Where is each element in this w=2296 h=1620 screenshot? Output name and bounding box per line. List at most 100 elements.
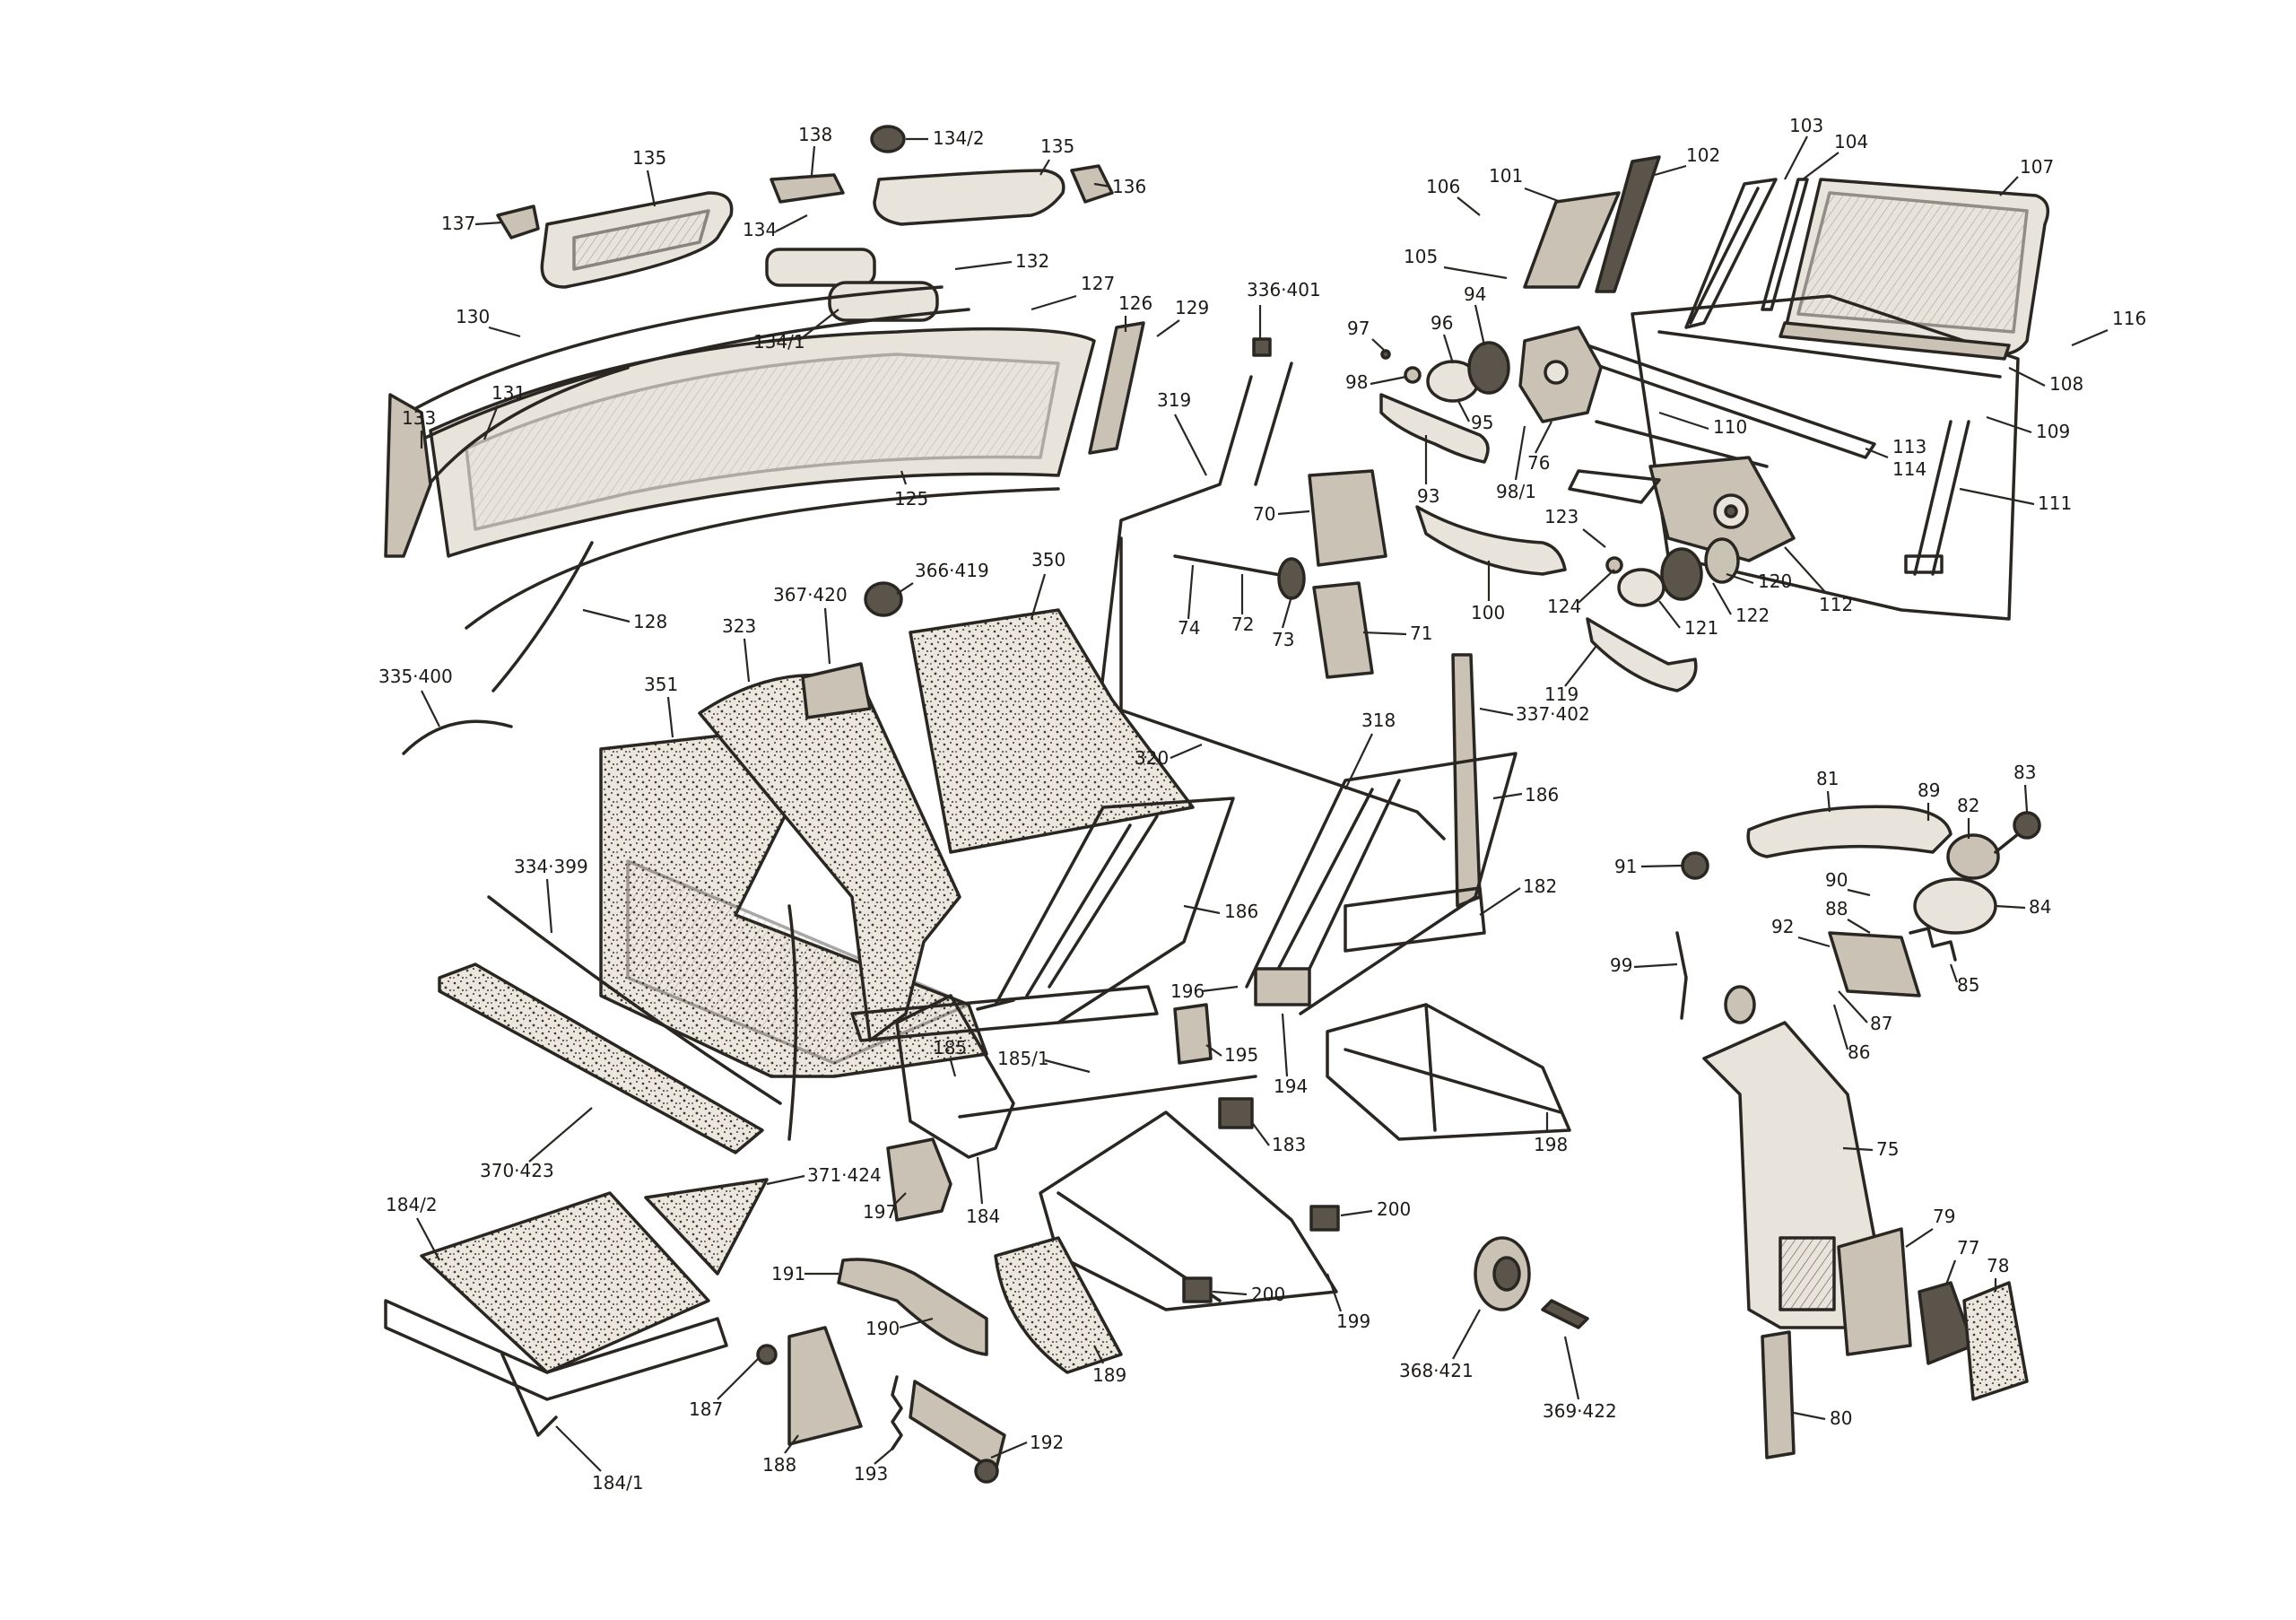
grommet-366-419 (864, 581, 903, 617)
pillar-126 (1088, 321, 1145, 455)
key-83 (1994, 811, 2041, 854)
door-glass-107 (1783, 178, 2050, 356)
callout-92: 92 (1771, 916, 1794, 937)
callout-182: 182 (1523, 875, 1557, 897)
callout-194: 194 (1274, 1076, 1308, 1097)
callout-74: 74 (1178, 617, 1200, 639)
callout-200b: 200 (1251, 1284, 1285, 1305)
callout-199: 199 (1336, 1311, 1370, 1332)
bracket-137 (496, 205, 540, 240)
ignition-lock-368-421 (1474, 1236, 1531, 1311)
callout-134-2: 134/2 (933, 127, 985, 149)
callout-81: 81 (1816, 768, 1839, 789)
spring-85 (1909, 927, 1957, 962)
bush-86-87 (1724, 985, 1756, 1024)
callout-76: 76 (1527, 452, 1550, 474)
callout-337-402: 337·402 (1516, 703, 1590, 725)
callout-114: 114 (1892, 458, 1926, 480)
clip-336-401 (1252, 337, 1272, 357)
glass-channel-102 (1595, 155, 1661, 293)
callout-71: 71 (1410, 623, 1432, 644)
callout-107: 107 (2020, 156, 2054, 178)
callout-123: 123 (1544, 506, 1578, 527)
callout-102: 102 (1686, 144, 1720, 166)
rod-99 (1675, 931, 1688, 1020)
callout-112: 112 (1819, 594, 1853, 615)
callout-95: 95 (1471, 412, 1493, 433)
panel-371-424 (644, 1178, 769, 1276)
callout-196: 196 (1170, 980, 1205, 1002)
callout-191: 191 (771, 1263, 805, 1285)
callout-98: 98 (1345, 371, 1368, 393)
grommet-367-420 (801, 662, 872, 719)
callout-369-422: 369·422 (1543, 1400, 1617, 1422)
callout-105: 105 (1404, 246, 1438, 267)
seat-runner-182 (1344, 886, 1486, 953)
callout-96: 96 (1431, 312, 1453, 334)
callout-116: 116 (2112, 308, 2146, 329)
sun-visor-left (540, 191, 734, 289)
callout-110: 110 (1713, 416, 1747, 438)
callout-80: 80 (1830, 1407, 1852, 1429)
seal-335-400 (402, 719, 513, 755)
glass-bottom-channel-108 (1779, 321, 2011, 361)
callout-103: 103 (1789, 115, 1823, 136)
callout-88: 88 (1825, 898, 1848, 919)
lock-assembly-75 (1702, 1021, 1876, 1329)
block-200a (1309, 1205, 1340, 1232)
callout-99: 99 (1610, 954, 1632, 976)
callout-138: 138 (798, 124, 832, 145)
outer-handle-81 (1746, 805, 1952, 858)
windscreen-125 (429, 327, 1096, 558)
callout-319: 319 (1157, 389, 1191, 411)
winder-handle-119 (1586, 537, 1740, 692)
sun-visor-right (873, 169, 1065, 226)
callout-318: 318 (1361, 710, 1396, 731)
door-seal-318 (1115, 536, 1446, 840)
callout-200a: 200 (1377, 1198, 1411, 1220)
callout-133: 133 (402, 407, 436, 429)
callout-79: 79 (1933, 1206, 1955, 1227)
callout-70: 70 (1253, 503, 1275, 525)
callout-185: 185 (933, 1037, 967, 1058)
callout-367-420: 367·420 (773, 584, 848, 605)
plate-80 (1761, 1330, 1796, 1459)
key-369-422 (1541, 1299, 1589, 1329)
button-91 (1681, 851, 1709, 880)
callout-135a: 135 (632, 147, 666, 169)
callout-135b: 135 (1040, 135, 1074, 157)
callout-136: 136 (1112, 176, 1146, 197)
regulator-mechanism-112 (1568, 456, 1796, 562)
callout-78: 78 (1987, 1255, 2009, 1276)
callout-184-2: 184/2 (386, 1194, 438, 1215)
escutcheon-95-96 (1380, 341, 1510, 403)
callout-193: 193 (854, 1463, 888, 1485)
callout-350: 350 (1031, 549, 1065, 570)
lever-191 (837, 1258, 988, 1356)
escutcheon-84 (1913, 877, 1997, 935)
callout-131: 131 (491, 382, 526, 404)
seat-pan-184-2 (384, 1191, 728, 1437)
sill-370-423 (438, 962, 764, 1154)
callout-109: 109 (2036, 421, 2070, 442)
callout-layer: 101 102 103 104 106 107 105 116 108 109 … (378, 115, 2146, 1494)
seat-base-184 (850, 985, 1257, 1159)
callout-134-1: 134/1 (753, 331, 805, 353)
callout-366-419: 366·419 (915, 560, 989, 581)
callout-73: 73 (1272, 629, 1294, 650)
block-183 (1218, 1097, 1254, 1129)
callout-134: 134 (743, 219, 777, 240)
callout-371-424: 371·424 (807, 1164, 882, 1186)
hinge-71 (1312, 581, 1374, 679)
callout-185-1: 185/1 (997, 1048, 1049, 1069)
callout-91: 91 (1614, 856, 1637, 877)
callout-108: 108 (2049, 373, 2083, 395)
callout-183: 183 (1272, 1134, 1306, 1155)
knob-187 (756, 1344, 778, 1365)
callout-119: 119 (1544, 684, 1578, 705)
callout-197: 197 (863, 1201, 897, 1223)
callout-101: 101 (1489, 165, 1523, 187)
callout-97: 97 (1347, 318, 1370, 339)
callout-130: 130 (456, 306, 490, 327)
